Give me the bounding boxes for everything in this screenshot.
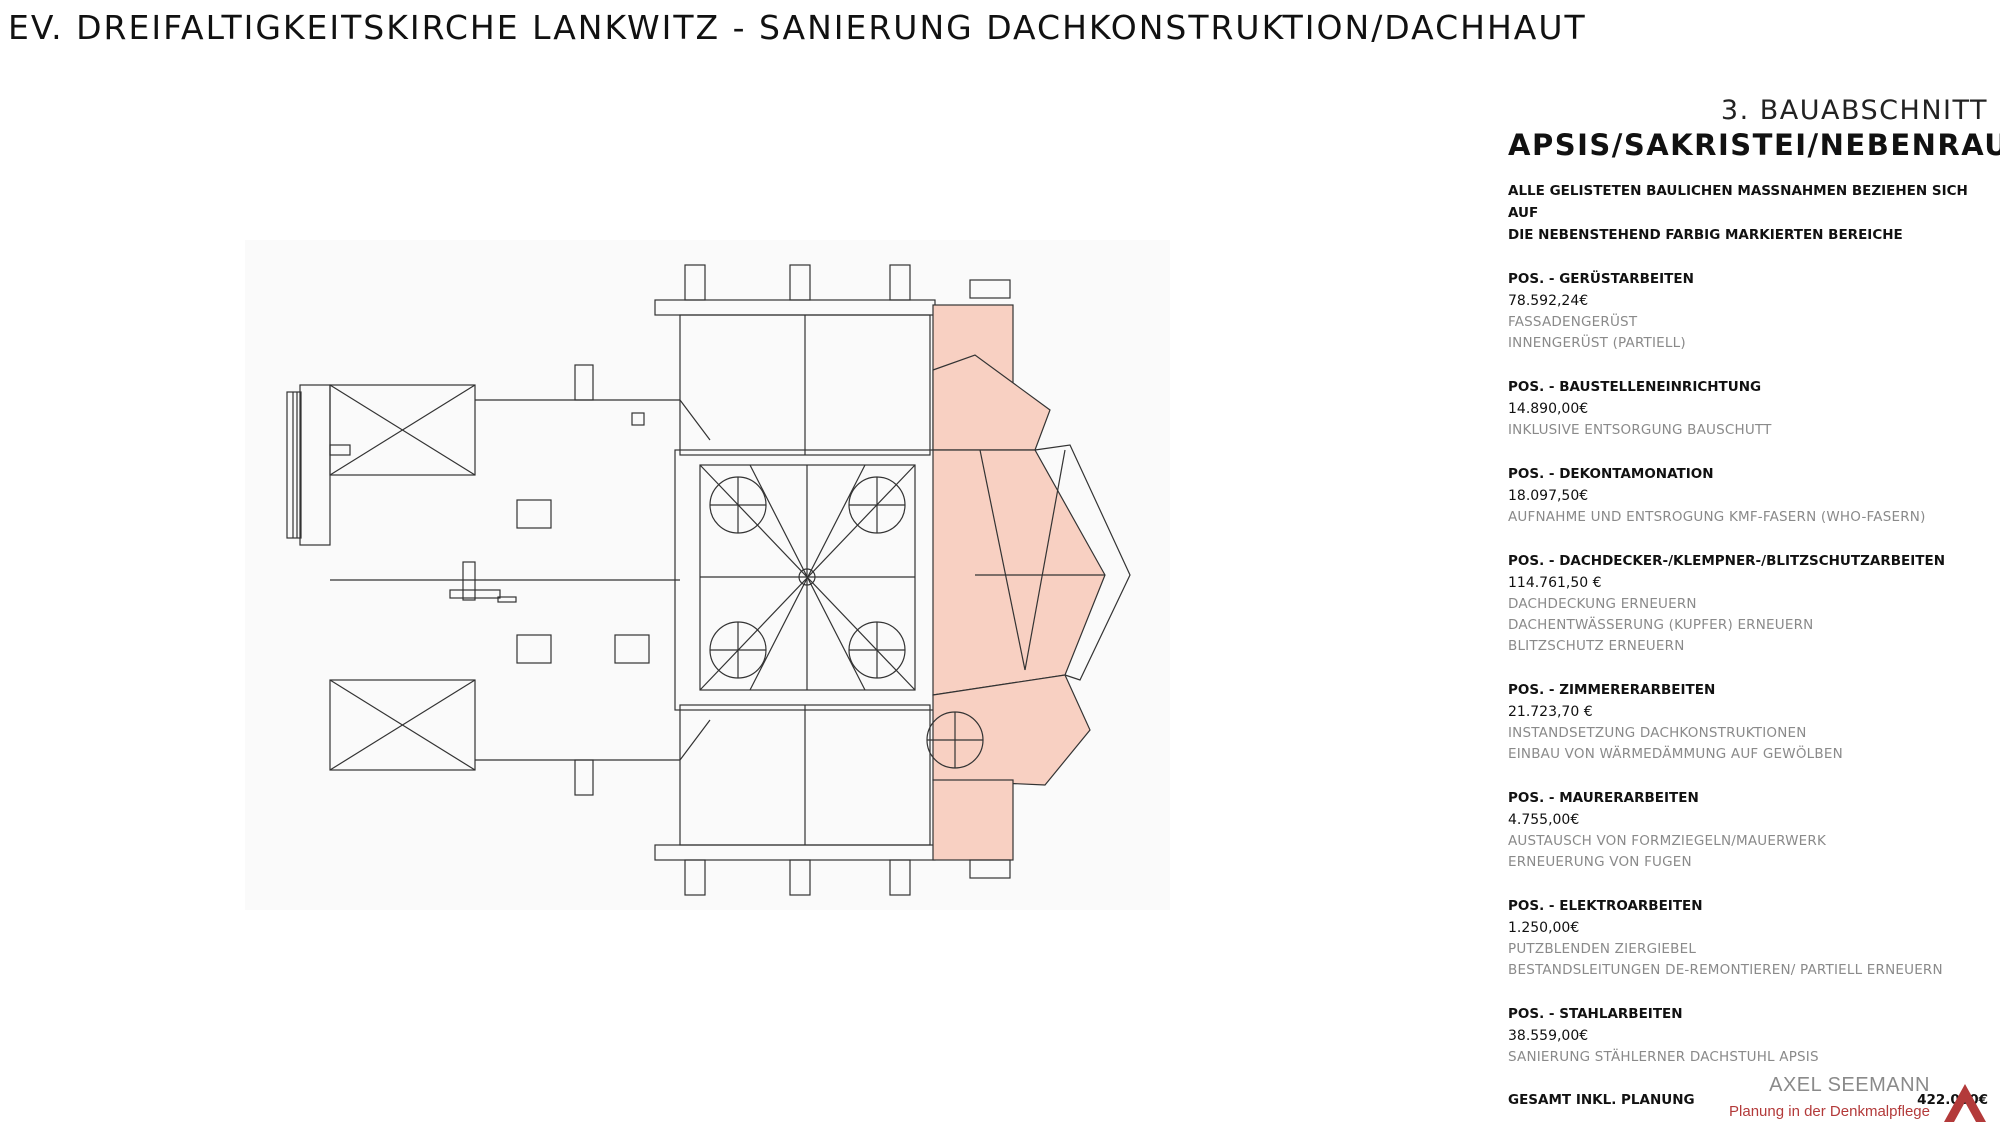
intro-line: DIE NEBENSTEHEND FARBIG MARKIERTEN BEREI… bbox=[1508, 227, 1903, 243]
position-detail: INSTANDSETZUNG DACHKONSTRUKTIONEN bbox=[1508, 725, 1807, 741]
position-title: POS. - DEKONTAMONATION bbox=[1508, 466, 1714, 482]
position-detail: INKLUSIVE ENTSORGUNG BAUSCHUTT bbox=[1508, 422, 1772, 438]
position-amount: 4.755,00€ bbox=[1508, 812, 1580, 828]
position-detail: BESTANDSLEITUNGEN DE-REMONTIEREN/ PARTIE… bbox=[1508, 962, 1943, 978]
position-detail: ERNEUERUNG VON FUGEN bbox=[1508, 854, 1692, 870]
brand-tagline: Planung in der Denkmalpflege bbox=[1729, 1103, 1930, 1120]
stage-label: 3. BAUABSCHNITT bbox=[1720, 95, 1988, 126]
position-title: POS. - ELEKTROARBEITEN bbox=[1508, 898, 1703, 914]
position-title: POS. - ZIMMERERARBEITEN bbox=[1508, 682, 1716, 698]
gable-north bbox=[329, 384, 476, 476]
church-roof-plan bbox=[245, 240, 1170, 910]
position-item: POS. - MAURERARBEITEN 4.755,00€ AUSTAUSC… bbox=[1508, 787, 1988, 873]
position-detail: INNENGERÜST (PARTIELL) bbox=[1508, 335, 1686, 351]
branding: AXEL SEEMANN Planung in der Denkmalpfleg… bbox=[1700, 1074, 1930, 1120]
position-detail: DACHDECKUNG ERNEUERN bbox=[1508, 596, 1697, 612]
position-amount: 78.592,24€ bbox=[1508, 293, 1589, 309]
position-item: POS. - DEKONTAMONATION 18.097,50€ AUFNAH… bbox=[1508, 463, 1988, 528]
gable-south bbox=[329, 679, 476, 771]
cost-panel: 3. BAUABSCHNITT APSIS/SAKRISTEI/NEBENRAU… bbox=[1508, 95, 2000, 1108]
brand-logo-icon bbox=[1944, 1084, 1986, 1122]
position-amount: 18.097,50€ bbox=[1508, 488, 1589, 504]
position-detail: FASSADENGERÜST bbox=[1508, 314, 1638, 330]
position-amount: 1.250,00€ bbox=[1508, 920, 1580, 936]
brand-name: AXEL SEEMANN bbox=[1769, 1074, 1930, 1096]
position-amount: 38.559,00€ bbox=[1508, 1028, 1589, 1044]
position-item: POS. - STAHLARBEITEN 38.559,00€ SANIERUN… bbox=[1508, 1003, 1988, 1068]
intro-line: ALLE GELISTETEN BAULICHEN MASSNAHMEN BEZ… bbox=[1508, 183, 1968, 221]
page-title: EV. DREIFALTIGKEITSKIRCHE LANKWITZ - SAN… bbox=[8, 8, 1587, 47]
position-amount: 114.761,50 € bbox=[1508, 575, 1602, 591]
position-detail: AUFNAHME UND ENTSROGUNG KMF-FASERN (WHO-… bbox=[1508, 509, 1926, 525]
position-amount: 21.723,70 € bbox=[1508, 704, 1593, 720]
position-title: POS. - BAUSTELLENEINRICHTUNG bbox=[1508, 379, 1762, 395]
west-tower-base bbox=[286, 391, 302, 539]
total-label: GESAMT INKL. PLANUNG bbox=[1508, 1092, 1695, 1108]
position-amount: 14.890,00€ bbox=[1508, 401, 1589, 417]
position-title: POS. - GERÜSTARBEITEN bbox=[1508, 271, 1694, 287]
position-item: POS. - DACHDECKER-/KLEMPNER-/BLITZSCHUTZ… bbox=[1508, 550, 1988, 657]
position-item: POS. - GERÜSTARBEITEN 78.592,24€ FASSADE… bbox=[1508, 268, 1988, 354]
stage-subtitle: APSIS/SAKRISTEI/NEBENRAUM bbox=[1508, 128, 2000, 162]
position-detail: AUSTAUSCH VON FORMZIEGELN/MAUERWERK bbox=[1508, 833, 1827, 849]
position-title: POS. - DACHDECKER-/KLEMPNER-/BLITZSCHUTZ… bbox=[1508, 553, 1946, 569]
position-item: POS. - ZIMMERERARBEITEN 21.723,70 € INST… bbox=[1508, 679, 1988, 765]
highlighted-apse-area bbox=[932, 304, 1106, 861]
position-detail: DACHENTWÄSSERUNG (KUPFER) ERNEUERN bbox=[1508, 617, 1814, 633]
position-item: POS. - BAUSTELLENEINRICHTUNG 14.890,00€ … bbox=[1508, 376, 1988, 441]
position-detail: PUTZBLENDEN ZIERGIEBEL bbox=[1508, 941, 1697, 957]
position-title: POS. - MAURERARBEITEN bbox=[1508, 790, 1699, 806]
position-item: POS. - ELEKTROARBEITEN 1.250,00€ PUTZBLE… bbox=[1508, 895, 1988, 981]
position-detail: BLITZSCHUTZ ERNEUERN bbox=[1508, 638, 1685, 654]
position-title: POS. - STAHLARBEITEN bbox=[1508, 1006, 1683, 1022]
position-detail: SANIERUNG STÄHLERNER DACHSTUHL APSIS bbox=[1508, 1049, 1819, 1065]
intro-text: ALLE GELISTETEN BAULICHEN MASSNAHMEN BEZ… bbox=[1508, 180, 1988, 246]
position-detail: EINBAU VON WÄRMEDÄMMUNG AUF GEWÖLBEN bbox=[1508, 746, 1843, 762]
